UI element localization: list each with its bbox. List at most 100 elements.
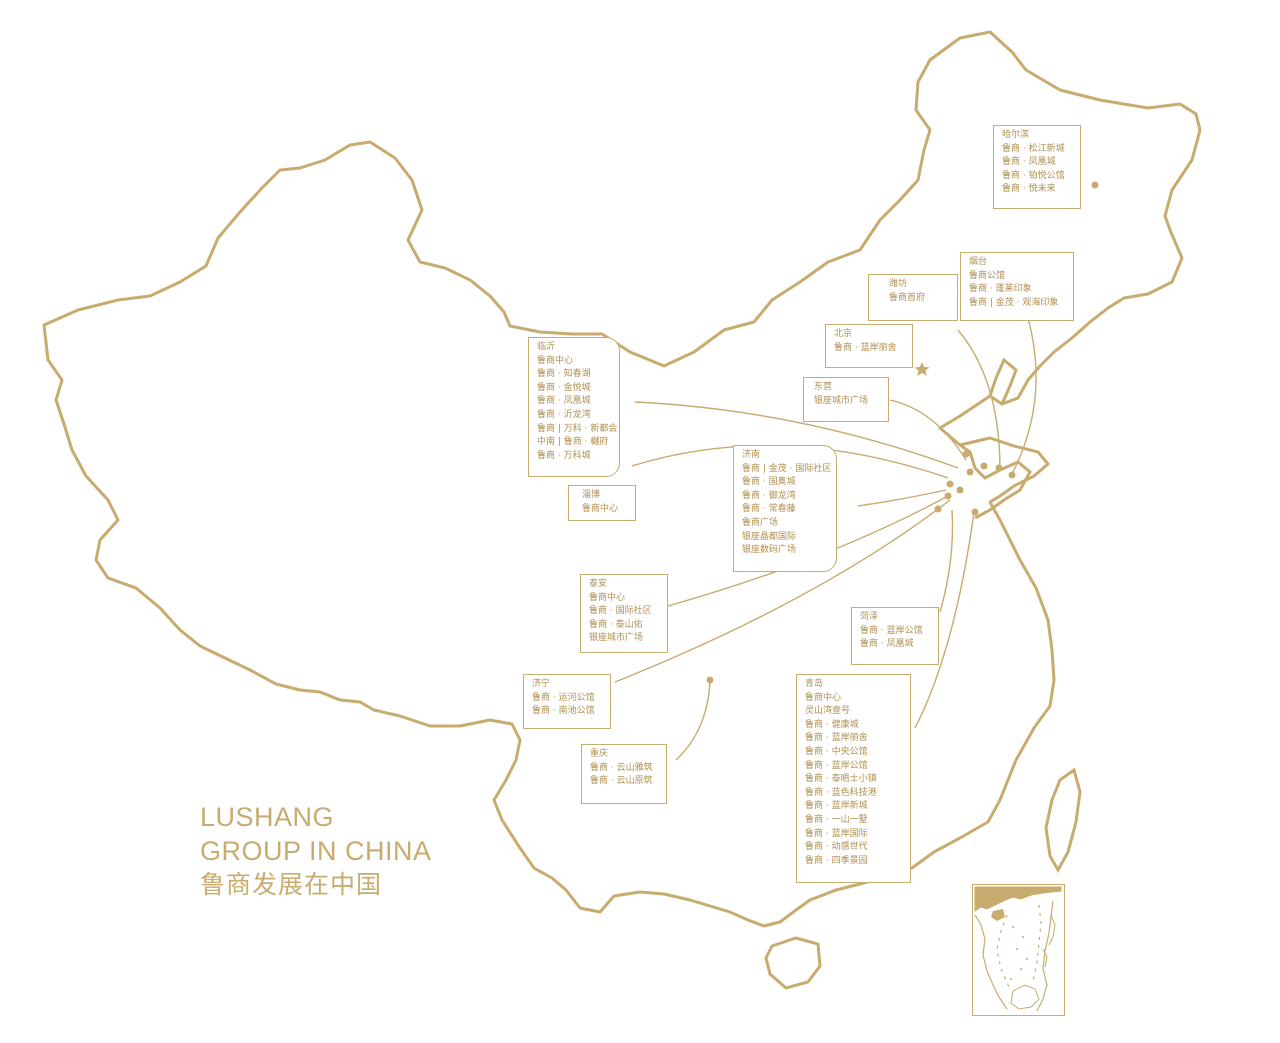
project-item: 鲁商 · 动感世代 <box>805 842 868 853</box>
dot-jining <box>934 505 942 513</box>
project-item: 鲁商 · 蓬莱印象 <box>969 284 1032 295</box>
project-item: 鲁商 · 沂龙湾 <box>537 409 591 420</box>
beijing-star-icon <box>914 362 930 376</box>
inset-borneo <box>1010 984 1040 1010</box>
city-name: 青岛 <box>805 679 824 689</box>
dot-harbin <box>1091 181 1099 189</box>
connector-jinan <box>857 489 947 507</box>
city-box-linyi: 临沂 鲁商中心 鲁商 · 知春湖 鲁商 · 金悦城 鲁商 · 凤凰城 鲁商 · … <box>528 337 620 477</box>
hainan-outline <box>764 936 822 990</box>
dot-weifang <box>980 462 988 470</box>
project-item: 鲁商公馆 <box>969 270 1006 281</box>
project-item: 鲁商广场 <box>742 517 779 528</box>
project-item: 中南 | 鲁商 · 樾府 <box>537 437 609 448</box>
title-line-2: GROUP IN CHINA <box>200 836 432 866</box>
project-item: 鲁商中心 <box>582 503 619 514</box>
city-box-harbin: 哈尔滨 鲁商 · 松江新城 鲁商 · 凤凰城 鲁商 · 铂悦公馆 鲁商 · 悦未… <box>993 125 1081 209</box>
project-item: 鲁商 · 四季景园 <box>805 855 868 866</box>
city-name: 哈尔滨 <box>1002 130 1030 140</box>
city-name: 烟台 <box>969 257 988 267</box>
title-line-3: 鲁商发展在中国 <box>200 870 383 899</box>
project-item: 鲁商 · 万科城 <box>537 450 591 461</box>
project-item: 鲁商 · 蓝色科技港 <box>805 787 877 798</box>
project-item: 鲁商 | 金茂 · 国际社区 <box>742 463 832 474</box>
city-box-jinan: 济南 鲁商 | 金茂 · 国际社区 鲁商 · 国奥城 鲁商 · 御龙湾 鲁商 ·… <box>733 445 837 572</box>
project-item: 银座城市广场 <box>814 395 869 406</box>
connector-dongying <box>889 399 967 461</box>
inset-coast <box>974 886 1062 912</box>
dot-zibo <box>966 468 974 476</box>
project-item: 鲁商 · 凤凰城 <box>860 639 914 650</box>
city-name: 菏泽 <box>860 612 879 622</box>
connector-jining <box>614 499 951 683</box>
project-item: 鲁商 · 金悦城 <box>537 382 591 393</box>
city-box-jining: 济宁 鲁商 · 运河公馆 鲁商 · 南池公馆 <box>523 674 611 729</box>
project-item: 鲁商 · 泰山佑 <box>589 619 643 630</box>
inset-philippines <box>1042 914 1056 968</box>
city-name: 淄博 <box>582 490 601 500</box>
city-box-heze: 菏泽 鲁商 · 蓝岸公馆 鲁商 · 凤凰城 <box>851 607 939 665</box>
project-item: 鲁商中心 <box>537 355 574 366</box>
project-item: 鲁商 · 凤凰城 <box>537 396 591 407</box>
city-name: 泰安 <box>589 579 608 589</box>
connector-yantai <box>1011 317 1037 475</box>
title-line-1: LUSHANG <box>200 802 335 832</box>
inset-island-dot <box>1022 936 1024 938</box>
south-china-sea-inset <box>972 884 1065 1016</box>
project-item: 鲁商 · 铂悦公馆 <box>1002 170 1065 181</box>
project-item: 鲁商 · 悦未来 <box>1002 184 1056 195</box>
china-outline <box>42 30 1202 928</box>
project-item: 银座晶都国际 <box>742 531 797 542</box>
project-item: 鲁商 · 南池公馆 <box>532 706 595 717</box>
project-item: 鲁商 | 金茂 · 观海印象 <box>969 297 1059 308</box>
city-box-dongying: 东营 银座城市广场 <box>803 377 889 422</box>
project-item: 鲁商 · 中央公馆 <box>805 746 868 757</box>
city-name: 潍坊 <box>889 279 908 289</box>
project-item: 鲁商 | 万科 · 新都会 <box>537 423 618 434</box>
dot-jinan <box>946 480 954 488</box>
project-item: 鲁商首府 <box>889 292 926 303</box>
project-item: 鲁商 · 健康城 <box>805 719 859 730</box>
inset-island-dot <box>1012 926 1014 928</box>
project-item: 鲁商 · 蓝岸丽舍 <box>834 342 897 353</box>
project-item: 鲁商 · 松江新城 <box>1002 143 1065 154</box>
city-box-yantai: 烟台 鲁商公馆 鲁商 · 蓬莱印象 鲁商 | 金茂 · 观海印象 <box>960 252 1074 321</box>
project-item: 灵山湾壹号 <box>805 706 851 717</box>
project-item: 鲁商 · 国奥城 <box>742 477 796 488</box>
project-item: 鲁商 · 蓝岸新城 <box>805 801 868 812</box>
project-item: 鲁商 · 运河公馆 <box>532 692 595 703</box>
dot-qingdao <box>971 508 979 516</box>
city-box-chongqing: 重庆 鲁商 · 云山雅筑 鲁商 · 云山原筑 <box>581 744 667 804</box>
dot-yantai <box>995 464 1003 472</box>
connector-chongqing <box>675 679 711 761</box>
connector-weifang <box>957 329 1001 471</box>
dot-linyi <box>956 486 964 494</box>
project-item: 银座城市广场 <box>589 633 644 644</box>
dot-dongying <box>962 450 970 458</box>
city-dots <box>706 181 1099 684</box>
shandong-peninsula <box>959 443 1032 520</box>
project-item: 鲁商 · 常春藤 <box>742 504 796 515</box>
dot-taian <box>944 492 952 500</box>
city-box-weifang: 潍坊 鲁商首府 <box>868 274 958 321</box>
project-item: 鲁商 · 一山一墅 <box>805 814 868 825</box>
city-name: 重庆 <box>590 749 609 759</box>
city-name: 临沂 <box>537 342 556 352</box>
project-item: 银座数码广场 <box>742 545 797 556</box>
project-item: 鲁商 · 蓝岸国际 <box>805 828 868 839</box>
dot-chongqing <box>706 676 714 684</box>
connector-linyi <box>634 401 959 469</box>
project-item: 鲁商 · 国际社区 <box>589 606 652 617</box>
inset-map <box>974 886 1062 1012</box>
project-item: 鲁商 · 云山雅筑 <box>590 762 653 773</box>
liaodong-coast <box>988 357 1018 405</box>
city-box-qingdao: 青岛 鲁商中心 灵山湾壹号 鲁商 · 健康城 鲁商 · 蓝岸丽舍 鲁商 · 中央… <box>796 674 911 883</box>
inset-right-coast <box>1036 900 1054 1012</box>
project-item: 鲁商 · 泰晤士小镇 <box>805 774 877 785</box>
project-item: 鲁商中心 <box>589 592 626 603</box>
city-box-beijing: 北京 鲁商 · 蓝岸丽舍 <box>825 324 913 368</box>
inset-island-dot <box>1016 948 1018 950</box>
project-item: 鲁商 · 蓝岸丽舍 <box>805 733 868 744</box>
city-name: 济宁 <box>532 679 551 689</box>
inset-left-coast <box>974 914 1008 1010</box>
